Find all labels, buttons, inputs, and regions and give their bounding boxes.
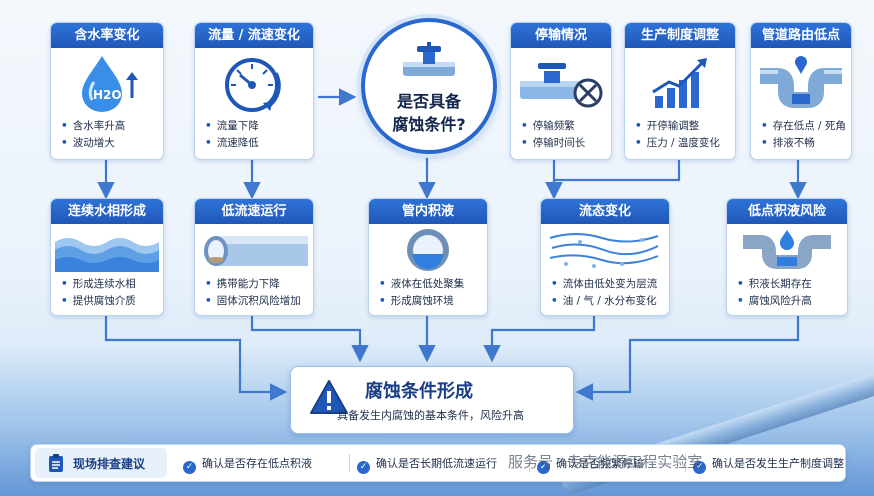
card-shutdown: 停输情况 停输频繁 停输时间长 (510, 22, 612, 160)
flow-lines-icon (541, 224, 669, 276)
check-icon: ✓ (357, 461, 370, 474)
card-water-cut: 含水率变化 H2O 含水率升高 波动增大 (50, 22, 164, 160)
gauge-icon (195, 48, 313, 118)
hub-line-1: 是否具备 (396, 92, 461, 111)
u-pipe-drop-icon (727, 224, 847, 276)
suggestion-label-box: 现场排查建议 (35, 448, 167, 478)
card-low-velocity: 低流速运行 携带能力下降 固体沉积风险增加 (194, 198, 314, 316)
list-item: 形成连续水相 (61, 276, 163, 293)
clipboard-icon (47, 453, 65, 477)
check-item: ✓确认是否发生生产制度调整 (693, 455, 844, 474)
result-box: 腐蚀条件形成 具备发生内腐蚀的基本条件，风险升高 (290, 366, 574, 434)
divider (685, 454, 686, 472)
card-low-point-risk: 低点积液风险 积液长期存在 腐蚀风险升高 (726, 198, 848, 316)
list-item: 固体沉积风险增加 (205, 293, 313, 310)
faucet-icon (401, 40, 457, 90)
card-title: 流态变化 (541, 199, 669, 224)
card-title: 含水率变化 (51, 23, 163, 48)
list-item: 压力 / 温度变化 (635, 135, 735, 152)
pipe-low-point-icon (751, 48, 851, 118)
card-continuous-water: 连续水相形成 形成连续水相 提供腐蚀介质 (50, 198, 164, 316)
card-low-point-route: 管道路由低点 存在低点 / 死角 排液不畅 (750, 22, 852, 160)
divider (529, 454, 530, 472)
card-liquid-holdup: 管内积液 液体在低处聚集 形成腐蚀环境 (368, 198, 488, 316)
water-drop-icon: H2O (51, 48, 163, 118)
central-question-hub: 是否具备 腐蚀条件? (361, 18, 497, 154)
result-subtitle: 具备发生内腐蚀的基本条件，风险升高 (337, 409, 524, 422)
check-item: ✓确认是否频繁停输 (537, 455, 644, 474)
check-icon: ✓ (693, 461, 706, 474)
check-icon: ✓ (183, 461, 196, 474)
list-item: 流体由低处变为层流 (551, 276, 669, 293)
list-item: 开停输调整 (635, 118, 735, 135)
watermark: 服务号 · 专克能源工程实验室 (508, 453, 703, 471)
h2o-label: H2O (93, 88, 122, 102)
valve-stop-icon (511, 48, 611, 118)
card-title: 停输情况 (511, 23, 611, 48)
list-item: 形成腐蚀环境 (379, 293, 487, 310)
list-item: 流量下降 (205, 118, 313, 135)
list-item: 存在低点 / 死角 (761, 118, 851, 135)
card-title: 低点积液风险 (727, 199, 847, 224)
card-title: 生产制度调整 (625, 23, 735, 48)
check-item: ✓确认是否长期低流速运行 (357, 455, 497, 474)
list-item: 携带能力下降 (205, 276, 313, 293)
card-flow-velocity: 流量 / 流速变化 流量下降 流速降低 (194, 22, 314, 160)
list-item: 排液不畅 (761, 135, 851, 152)
check-item: ✓确认是否存在低点积液 (183, 455, 312, 474)
list-item: 停输频繁 (521, 118, 611, 135)
list-item: 提供腐蚀介质 (61, 293, 163, 310)
suggestion-label: 现场排查建议 (73, 457, 146, 471)
divider (349, 454, 350, 472)
pipe-liquid-icon (369, 224, 487, 276)
list-item: 腐蚀风险升高 (737, 293, 847, 310)
card-title: 管内积液 (369, 199, 487, 224)
list-item: 液体在低处聚集 (379, 276, 487, 293)
card-flow-regime: 流态变化 流体由低处变为层流 油 / 气 / 水分布变化 (540, 198, 670, 316)
inspection-suggestion-bar: 现场排查建议 ✓确认是否存在低点积液 ✓确认是否长期低流速运行 ✓确认是否频繁停… (30, 444, 846, 482)
list-item: 油 / 气 / 水分布变化 (551, 293, 669, 310)
pipe-section-icon (195, 224, 313, 276)
list-item: 含水率升高 (61, 118, 163, 135)
list-item: 停输时间长 (521, 135, 611, 152)
card-production-adjust: 生产制度调整 开停输调整 压力 / 温度变化 (624, 22, 736, 160)
list-item: 波动增大 (61, 135, 163, 152)
rising-chart-icon (625, 48, 735, 118)
list-item: 流速降低 (205, 135, 313, 152)
warning-triangle-icon (309, 379, 349, 419)
check-icon: ✓ (537, 461, 550, 474)
card-title: 管道路由低点 (751, 23, 851, 48)
card-title: 流量 / 流速变化 (195, 23, 313, 48)
card-title: 连续水相形成 (51, 199, 163, 224)
card-title: 低流速运行 (195, 199, 313, 224)
hub-line-2: 腐蚀条件? (392, 115, 466, 134)
list-item: 积液长期存在 (737, 276, 847, 293)
water-layer-icon (51, 224, 163, 276)
result-title: 腐蚀条件形成 (365, 381, 473, 402)
